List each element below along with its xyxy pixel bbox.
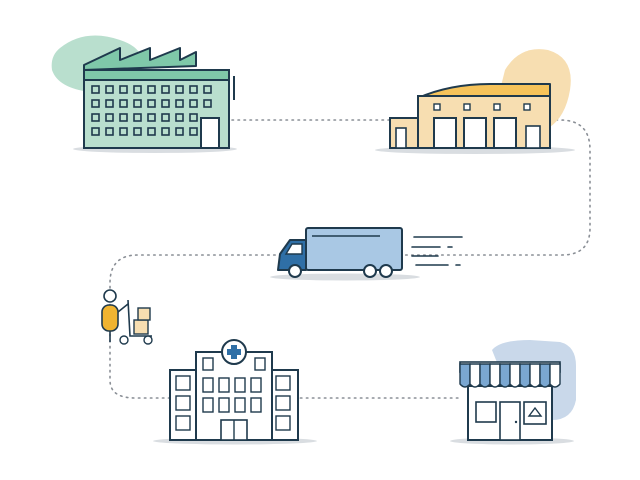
delivery-truck-icon: [270, 227, 463, 281]
courier-hand-truck-icon: [101, 289, 153, 345]
flow-path: [109, 119, 591, 399]
hospital-icon: [153, 339, 317, 445]
retail-store-icon: [450, 340, 576, 445]
warehouse-icon: [375, 49, 575, 154]
factory-icon: [51, 35, 237, 153]
